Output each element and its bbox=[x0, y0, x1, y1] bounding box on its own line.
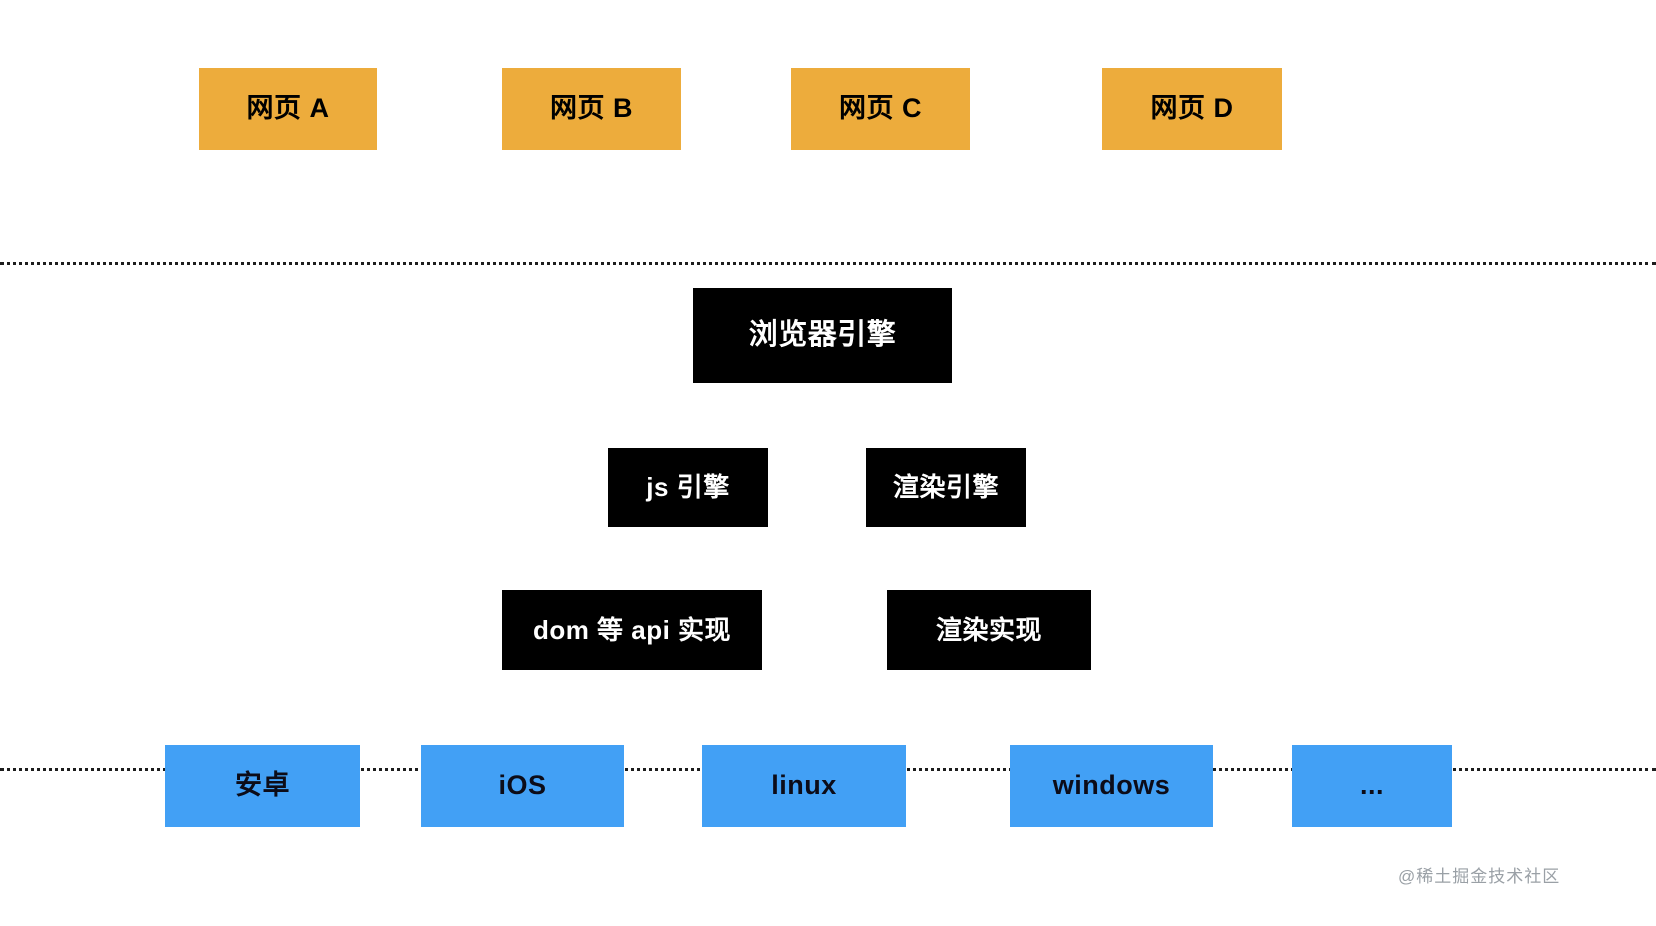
render-engine-box: 渲染引擎 bbox=[866, 448, 1026, 527]
os-label-more: ... bbox=[1359, 770, 1384, 801]
web-page-label-a: 网页 A bbox=[246, 93, 330, 124]
js-engine-label: js 引擎 bbox=[646, 472, 730, 503]
js-engine-box: js 引擎 bbox=[608, 448, 768, 527]
os-box-ios: iOS bbox=[421, 745, 624, 827]
web-page-label-c: 网页 C bbox=[839, 93, 922, 124]
dom-api-impl-box: dom 等 api 实现 bbox=[502, 590, 762, 670]
browser-engine-label: 浏览器引擎 bbox=[748, 318, 897, 351]
os-label-linux: linux bbox=[771, 770, 837, 801]
os-box-linux: linux bbox=[702, 745, 906, 827]
dom-api-impl-label: dom 等 api 实现 bbox=[532, 614, 732, 645]
watermark: @稀土掘金技术社区 bbox=[1398, 867, 1561, 886]
os-box-windows: windows bbox=[1010, 745, 1213, 827]
os-label-android: 安卓 bbox=[235, 770, 290, 801]
os-label-windows: windows bbox=[1052, 770, 1171, 801]
render-engine-label: 渲染引擎 bbox=[892, 472, 999, 503]
render-impl-label: 渲染实现 bbox=[935, 614, 1042, 645]
os-box-android: 安卓 bbox=[165, 745, 360, 827]
web-page-box-d: 网页 D bbox=[1102, 68, 1282, 150]
web-page-box-b: 网页 B bbox=[502, 68, 681, 150]
web-page-label-b: 网页 B bbox=[550, 93, 633, 124]
web-page-label-d: 网页 D bbox=[1150, 93, 1234, 124]
os-box-more: ... bbox=[1292, 745, 1452, 827]
browser-engine-box: 浏览器引擎 bbox=[693, 288, 952, 383]
web-page-box-c: 网页 C bbox=[791, 68, 970, 150]
divider-above-engine bbox=[0, 262, 1656, 265]
render-impl-box: 渲染实现 bbox=[887, 590, 1091, 670]
web-page-box-a: 网页 A bbox=[199, 68, 377, 150]
os-label-ios: iOS bbox=[498, 770, 547, 801]
